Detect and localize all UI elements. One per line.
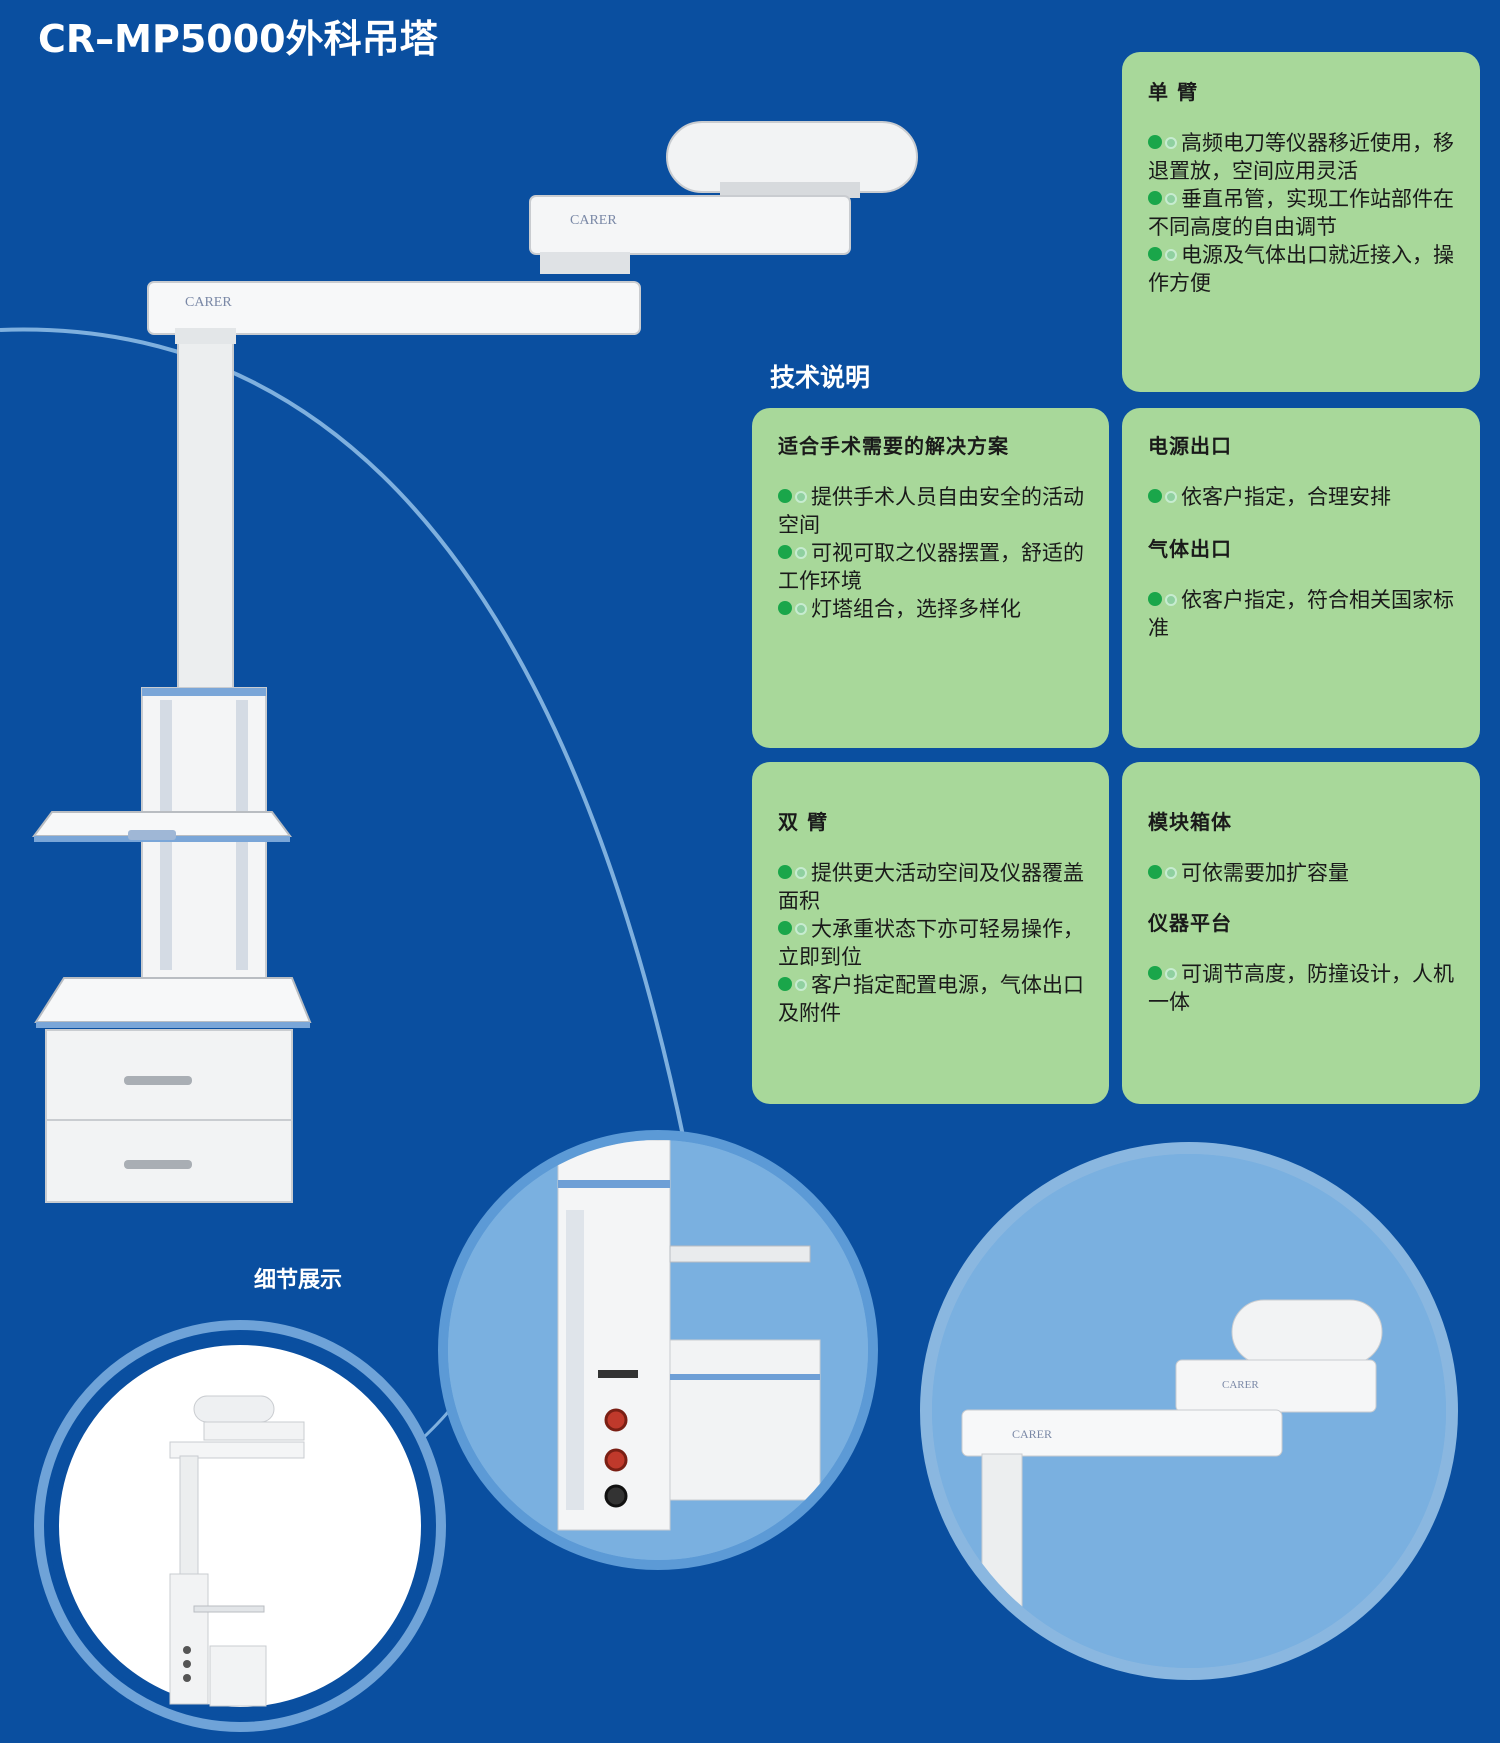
ring-dot-icon	[795, 979, 807, 991]
green-dot-icon	[1148, 191, 1162, 205]
detail-circle-full-view	[34, 1320, 446, 1732]
list-item: 可依需要加扩容量	[1148, 859, 1458, 887]
green-dot-icon	[778, 865, 792, 879]
list-item: 灯塔组合，选择多样化	[778, 595, 1087, 623]
list-item: 客户指定配置电源，气体出口及附件	[778, 973, 1084, 1025]
card-subtitle: 仪器平台	[1148, 911, 1232, 935]
ring-dot-icon	[1165, 193, 1177, 205]
card-double-arm: 双 臂 提供更大活动空间及仪器覆盖面积 大承重状态下亦可轻易操作，立即到位 客户…	[752, 762, 1109, 1104]
card-power-gas: 电源出口 依客户指定，合理安排 气体出口 依客户指定，符合相关国家标准	[1122, 408, 1480, 748]
ring-dot-icon	[1165, 867, 1177, 879]
list-item: 大承重状态下亦可轻易操作，立即到位	[778, 917, 1084, 969]
detail-arm-logo: CARER	[1012, 1427, 1052, 1441]
detail-heading: 细节展示	[254, 1268, 343, 1293]
green-dot-icon	[1148, 247, 1162, 261]
green-dot-icon	[778, 489, 792, 503]
list-item: 高频电刀等仪器移近使用，移退置放，空间应用灵活	[1148, 131, 1454, 183]
green-dot-icon	[778, 601, 792, 615]
decorative-arc	[0, 327, 692, 1171]
main-product-illustration: CARER CARER	[32, 121, 918, 1203]
ring-dot-icon	[1165, 249, 1177, 261]
list-item: 提供更大活动空间及仪器覆盖面积	[778, 861, 1084, 913]
card-subtitle: 气体出口	[1148, 537, 1232, 561]
list-item: 可视可取之仪器摆置，舒适的工作环境	[778, 541, 1084, 593]
upper-arm-logo: CARER	[570, 213, 617, 228]
ring-dot-icon	[795, 547, 807, 559]
card-single-arm: 单 臂 高频电刀等仪器移近使用，移退置放，空间应用灵活 垂直吊管，实现工作站部件…	[1122, 52, 1480, 392]
list-item: 依客户指定，合理安排	[1148, 483, 1458, 511]
green-dot-icon	[778, 921, 792, 935]
detail-circle-arms: CARER CARER	[920, 1142, 1458, 1680]
card-title: 模块箱体	[1148, 810, 1232, 834]
ring-dot-icon	[1165, 968, 1177, 980]
detail-circle-outlets	[438, 1130, 878, 1570]
list-item: 垂直吊管，实现工作站部件在不同高度的自由调节	[1148, 187, 1454, 239]
tech-heading: 技术说明	[770, 363, 871, 392]
ring-dot-icon	[795, 603, 807, 615]
list-item: 可调节高度，防撞设计，人机一体	[1148, 962, 1454, 1014]
detail-arms-artwork: CARER CARER	[932, 1154, 1446, 1668]
green-dot-icon	[1148, 592, 1162, 606]
card-title: 双 臂	[778, 810, 828, 834]
green-dot-icon	[1148, 865, 1162, 879]
card-title: 单 臂	[1148, 80, 1198, 104]
green-dot-icon	[1148, 966, 1162, 980]
ring-dot-icon	[795, 867, 807, 879]
detail-outlets-artwork	[448, 1140, 868, 1560]
page-title: CR–MP5000外科吊塔	[38, 17, 438, 61]
list-item: 依客户指定，符合相关国家标准	[1148, 588, 1454, 640]
ring-dot-icon	[795, 923, 807, 935]
detail-upper-arm-logo: CARER	[1222, 1379, 1259, 1391]
card-solution: 适合手术需要的解决方案 提供手术人员自由安全的活动空间 可视可取之仪器摆置，舒适…	[752, 408, 1109, 748]
green-dot-icon	[1148, 135, 1162, 149]
green-dot-icon	[778, 977, 792, 991]
card-module-platform: 模块箱体 可依需要加扩容量 仪器平台 可调节高度，防撞设计，人机一体	[1122, 762, 1480, 1104]
ring-dot-icon	[1165, 137, 1177, 149]
lower-arm-logo: CARER	[185, 295, 232, 310]
ring-dot-icon	[1165, 594, 1177, 606]
green-dot-icon	[1148, 489, 1162, 503]
list-item: 提供手术人员自由安全的活动空间	[778, 485, 1084, 537]
ring-dot-icon	[795, 491, 807, 503]
list-item: 电源及气体出口就近接入，操作方便	[1148, 243, 1454, 295]
ring-dot-icon	[1165, 491, 1177, 503]
card-title: 电源出口	[1148, 434, 1232, 458]
detail-full-view-artwork	[49, 1335, 431, 1717]
card-title: 适合手术需要的解决方案	[778, 434, 1009, 458]
green-dot-icon	[778, 545, 792, 559]
